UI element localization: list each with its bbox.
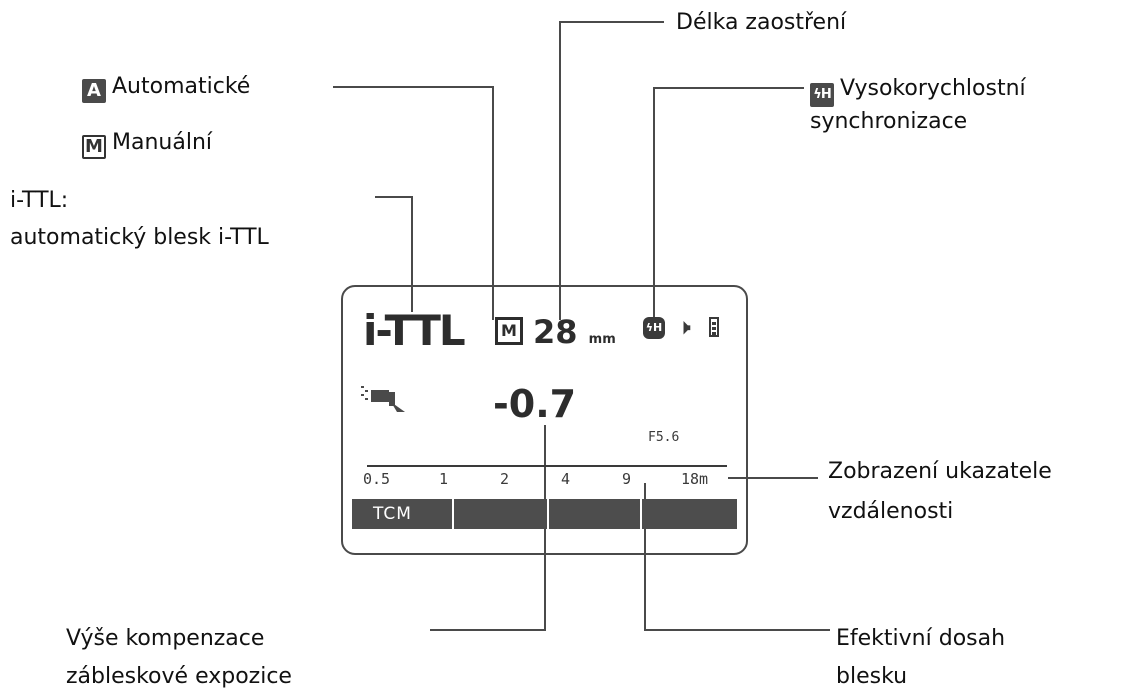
zoom-value: 28 [533, 313, 578, 351]
speaker-icon: 🕨 [677, 315, 691, 340]
zoom-display: 28 mm [533, 312, 616, 360]
label-focal-length: Délka zaostření [676, 10, 847, 35]
bar-divider-2 [547, 499, 549, 529]
zoom-unit: mm [588, 332, 616, 347]
distance-scale-line [367, 465, 727, 467]
leader-focal-length [559, 21, 664, 320]
mode-display: i-TTL [363, 306, 466, 355]
manual-indicator-icon: M [495, 317, 523, 345]
lcd-panel: i-TTL M 28 mm ϟH 🕨 -0.7 F5.6 0.5 1 2 4 9… [341, 285, 748, 555]
hss-indicator-icon: ϟH [643, 317, 665, 339]
hss-icon: ϟH [810, 83, 834, 107]
label-distance-indicator: Zobrazení ukazatele vzdálenosti [828, 459, 1052, 524]
auto-mode-icon: A [82, 79, 106, 103]
leader-fec [430, 425, 546, 631]
scale-tick-1: 1 [439, 470, 449, 488]
bar-divider-3 [640, 499, 642, 529]
leader-ittl [375, 196, 413, 312]
scale-tick-0: 0.5 [363, 470, 391, 488]
flash-head-icon [361, 386, 405, 412]
scale-tick-2: 2 [500, 470, 510, 488]
label-effective-range: Efektivní dosah blesku [836, 626, 1006, 689]
battery-icon [709, 317, 719, 337]
aperture-value: F5.6 [648, 430, 680, 445]
bar-divider-1 [452, 499, 454, 529]
scale-tick-5: 18m [681, 470, 709, 488]
label-hss-text: Vysokorychlostní synchronizace [810, 76, 1026, 134]
scale-tick-3: 4 [561, 470, 571, 488]
leader-range [644, 483, 830, 631]
fec-value: -0.7 [493, 382, 577, 426]
leader-hss [653, 87, 804, 318]
function-bar [352, 499, 737, 529]
label-manual-text: Manuální [112, 130, 212, 155]
label-ittl: i-TTL: automatický blesk i-TTL [10, 188, 269, 250]
leader-auto-manual [333, 86, 494, 320]
manual-mode-icon: M [82, 135, 106, 159]
scale-tick-4: 9 [622, 470, 632, 488]
label-fec-amount: Výše kompenzace zábleskové expozice [66, 626, 292, 689]
label-automatic-text: Automatické [112, 74, 251, 99]
function-bar-label: TCM [373, 504, 412, 524]
